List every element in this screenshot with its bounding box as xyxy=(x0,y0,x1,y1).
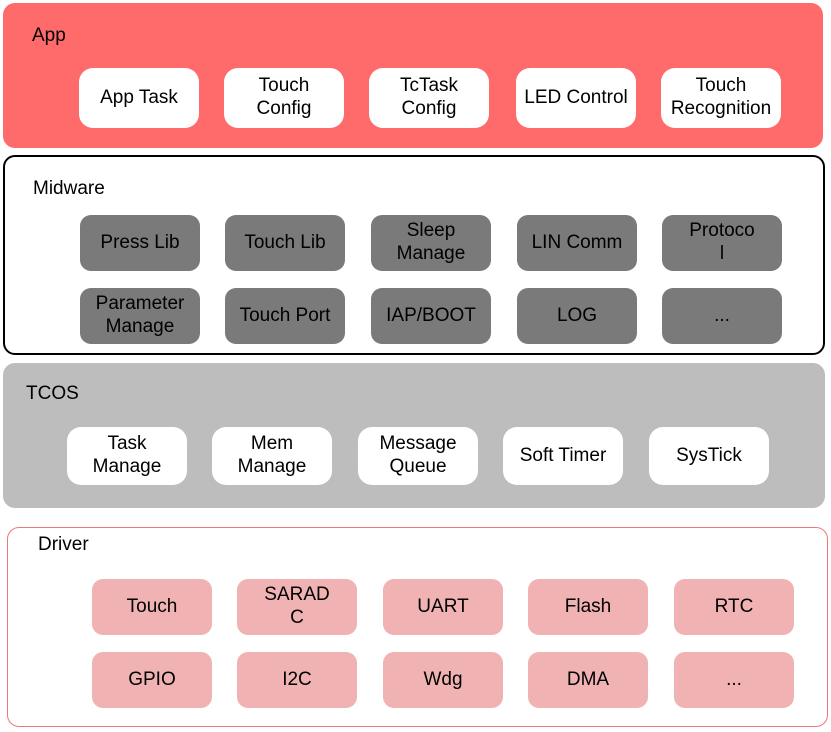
message-queue-box: Message Queue xyxy=(358,427,478,485)
led-control-box: LED Control xyxy=(516,68,636,128)
saradc-box: SARAD C xyxy=(237,579,357,635)
tctask-config-box: TcTask Config xyxy=(369,68,489,128)
iap-boot-box: IAP/BOOT xyxy=(371,288,491,344)
wdg-box: Wdg xyxy=(383,652,503,708)
midware-layer: Midware Press Lib Touch Lib Sleep Manage… xyxy=(3,155,825,355)
driver-layer-title: Driver xyxy=(38,534,89,555)
midware-layer-title: Midware xyxy=(33,178,105,199)
driver-layer: Driver Touch SARAD C UART Flash RTC GPIO… xyxy=(7,527,828,727)
midware-more-box: ... xyxy=(662,288,782,344)
gpio-box: GPIO xyxy=(92,652,212,708)
tcos-layer-title: TCOS xyxy=(26,383,79,404)
app-layer-title: App xyxy=(32,25,66,46)
driver-more-box: ... xyxy=(674,652,794,708)
systick-box: SysTick xyxy=(649,427,769,485)
mem-manage-box: Mem Manage xyxy=(212,427,332,485)
log-box: LOG xyxy=(517,288,637,344)
touch-port-box: Touch Port xyxy=(225,288,345,344)
sleep-manage-box: Sleep Manage xyxy=(371,215,491,271)
parameter-manage-box: Parameter Manage xyxy=(80,288,200,344)
protocol-box: Protoco l xyxy=(662,215,782,271)
i2c-box: I2C xyxy=(237,652,357,708)
soft-timer-box: Soft Timer xyxy=(503,427,623,485)
press-lib-box: Press Lib xyxy=(80,215,200,271)
app-task-box: App Task xyxy=(79,68,199,128)
lin-comm-box: LIN Comm xyxy=(517,215,637,271)
uart-box: UART xyxy=(383,579,503,635)
app-layer: App App Task Touch Config TcTask Config … xyxy=(3,3,823,148)
touch-lib-box: Touch Lib xyxy=(225,215,345,271)
touch-config-box: Touch Config xyxy=(224,68,344,128)
task-manage-box: Task Manage xyxy=(67,427,187,485)
touch-driver-box: Touch xyxy=(92,579,212,635)
dma-box: DMA xyxy=(528,652,648,708)
rtc-box: RTC xyxy=(674,579,794,635)
tcos-layer: TCOS Task Manage Mem Manage Message Queu… xyxy=(3,363,825,508)
touch-recognition-box: Touch Recognition xyxy=(661,68,781,128)
flash-box: Flash xyxy=(528,579,648,635)
